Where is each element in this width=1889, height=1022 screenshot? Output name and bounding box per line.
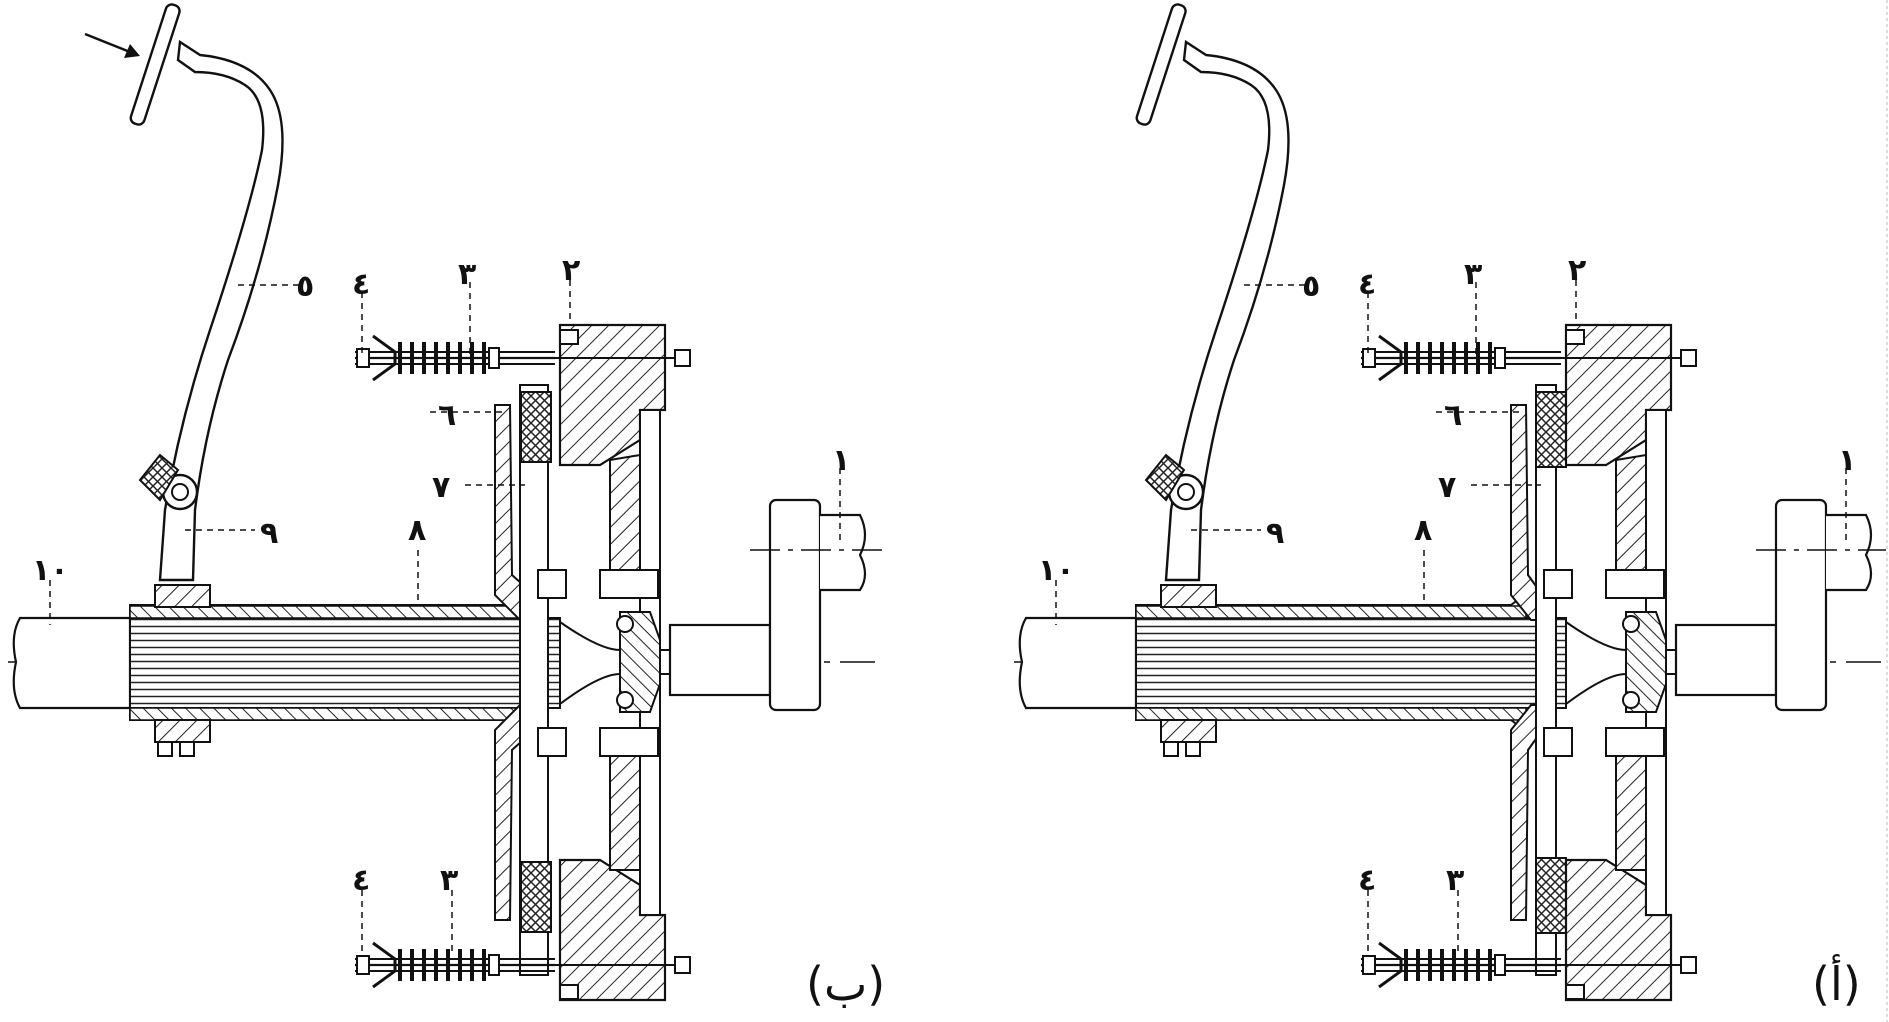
label-2: ٢	[1568, 253, 1586, 288]
label-9: ٩	[260, 516, 278, 551]
label-7: ٧	[1438, 470, 1456, 505]
clutch-pedal	[129, 3, 284, 582]
label-8: ٨	[408, 513, 426, 548]
label-3: ٣	[1464, 257, 1482, 292]
hub-bolts	[537, 569, 659, 757]
caption-a: (أ)	[1812, 954, 1861, 1011]
label-5: ٥	[1302, 269, 1320, 304]
label-10: ١٠	[32, 553, 69, 588]
clutch-pedal	[1135, 3, 1290, 582]
leader-lines	[49, 280, 841, 955]
label-10: ١٠	[1038, 553, 1075, 588]
leader-lines	[1055, 280, 1847, 955]
arrow-icon	[84, 32, 140, 58]
release-collar	[154, 584, 211, 757]
label-4b: ٤	[1358, 863, 1376, 898]
label-1: ١	[1838, 443, 1856, 478]
pressure-plate	[1510, 384, 1557, 976]
label-4b: ٤	[352, 863, 370, 898]
caption-b: (ب)	[806, 957, 885, 1011]
friction-disc	[520, 391, 552, 933]
label-9: ٩	[1266, 516, 1284, 551]
release-collar	[1160, 584, 1217, 757]
label-4: ٤	[352, 267, 370, 302]
label-8: ٨	[1414, 513, 1432, 548]
label-5: ٥	[296, 269, 314, 304]
figure-a: ١ ٢ ٣ ٤ ٥ ٦ ٧ ٨ ٩ ١٠ ٣ ٤ (أ)	[1014, 3, 1886, 1011]
label-4: ٤	[1358, 267, 1376, 302]
label-7: ٧	[432, 470, 450, 505]
label-2: ٢	[562, 253, 580, 288]
label-6: ٦	[1444, 398, 1462, 433]
label-3: ٣	[458, 257, 476, 292]
label-3b: ٣	[440, 863, 458, 898]
hub-bolts	[1543, 569, 1665, 757]
spring-top	[353, 334, 557, 382]
crankshaft-hub	[616, 498, 885, 713]
spring-bottom	[1359, 941, 1563, 989]
label-3b: ٣	[1446, 863, 1464, 898]
spring-top	[1359, 334, 1563, 382]
crankshaft-hub	[1622, 498, 1886, 713]
main-shaft	[12, 616, 671, 710]
main-shaft	[1018, 616, 1677, 710]
label-1: ١	[832, 443, 850, 478]
figure-b: ١ ٢ ٣ ٤ ٥ ٦ ٧ ٨ ٩ ١٠ ٣ ٤ (ب)	[8, 3, 885, 1011]
label-6: ٦	[438, 398, 456, 433]
